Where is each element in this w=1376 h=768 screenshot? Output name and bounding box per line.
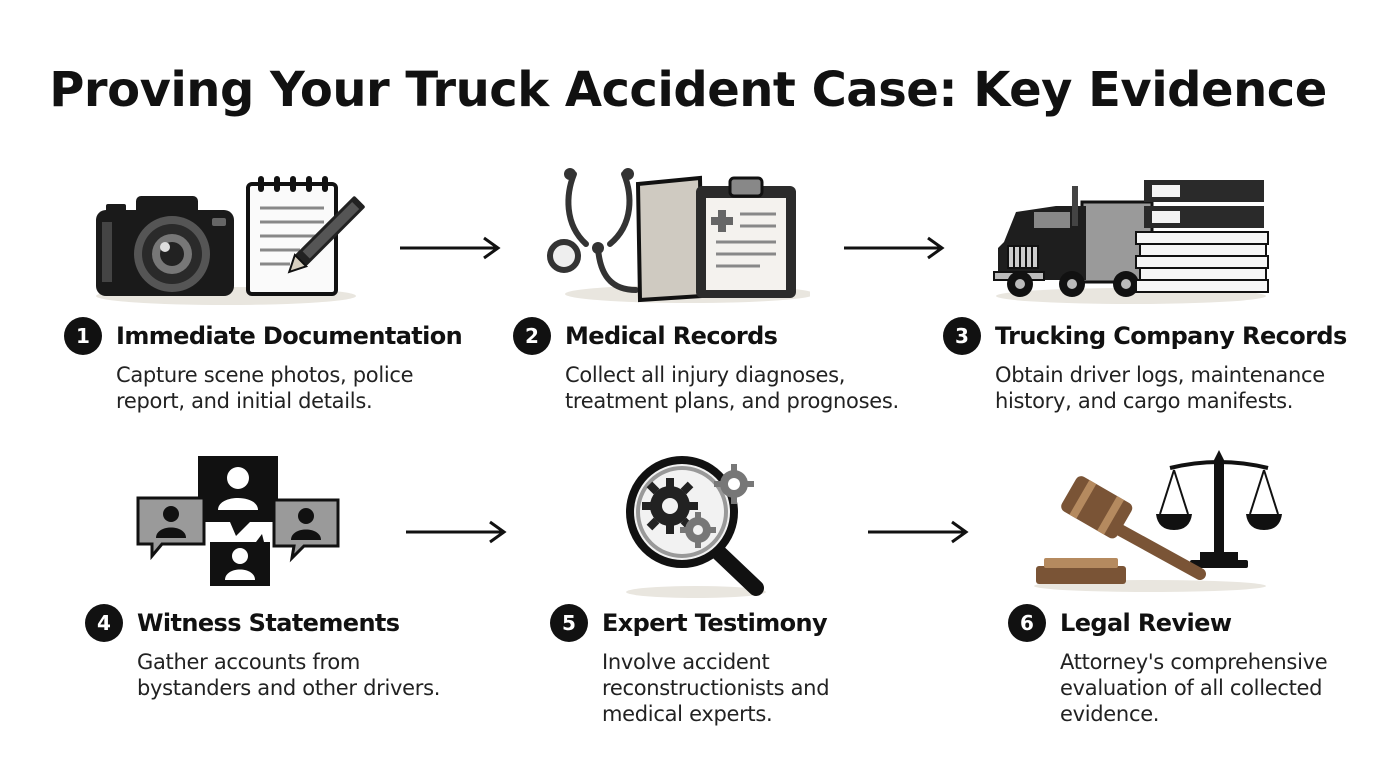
semi-truck-icon <box>993 186 1154 297</box>
magnifier-gears-icon <box>626 456 764 596</box>
desc-line: reconstructionists and <box>602 676 830 700</box>
desc-line: medical experts. <box>602 702 773 726</box>
camera-icon <box>96 196 234 296</box>
desc-line: Involve accident <box>602 650 770 674</box>
step-number-badge: 1 <box>64 317 102 355</box>
step-number-badge: 5 <box>550 604 588 642</box>
step-description: Obtain driver logs, maintenance history,… <box>995 362 1347 414</box>
step-description: Gather accounts from bystanders and othe… <box>137 649 440 701</box>
step-description: Involve accident reconstructionists and … <box>602 649 830 727</box>
step-description: Capture scene photos, police report, and… <box>116 362 462 414</box>
desc-line: treatment plans, and prognoses. <box>565 389 899 413</box>
desc-line: history, and cargo manifests. <box>995 389 1294 413</box>
gavel-icon <box>1036 476 1206 584</box>
step-5: 5 Expert Testimony Involve accident reco… <box>550 603 830 727</box>
desc-line: Obtain driver logs, maintenance <box>995 363 1325 387</box>
step-number-badge: 3 <box>943 317 981 355</box>
binders-icon <box>1135 180 1269 293</box>
step-number-badge: 6 <box>1008 604 1046 642</box>
desc-line: report, and initial details. <box>116 389 373 413</box>
arrow-1-to-2 <box>400 236 501 260</box>
step-1-illustration <box>86 168 376 308</box>
medical-clipboard-icon <box>635 175 796 303</box>
desc-line: Gather accounts from <box>137 650 361 674</box>
step-title: Trucking Company Records <box>995 322 1347 350</box>
step-6-illustration <box>1030 448 1290 594</box>
step-title: Legal Review <box>1060 609 1232 637</box>
step-4: 4 Witness Statements Gather accounts fro… <box>85 603 440 701</box>
step-5-illustration <box>612 450 782 602</box>
page-title: Proving Your Truck Accident Case: Key Ev… <box>49 62 1327 118</box>
stethoscope-icon <box>547 168 639 293</box>
desc-line: bystanders and other drivers. <box>137 676 441 700</box>
step-title: Immediate Documentation <box>116 322 463 350</box>
step-title: Witness Statements <box>137 609 400 637</box>
step-title: Medical Records <box>565 322 778 350</box>
desc-line: Capture scene photos, police <box>116 363 414 387</box>
arrow-4-to-5 <box>406 520 507 544</box>
step-2-illustration <box>540 164 810 309</box>
notepad-pen-icon <box>246 176 365 296</box>
scales-icon <box>1156 450 1282 568</box>
arrow-5-to-6 <box>868 520 969 544</box>
step-6: 6 Legal Review Attorney's comprehensive … <box>1008 603 1328 727</box>
step-2: 2 Medical Records Collect all injury dia… <box>513 316 899 414</box>
desc-line: Attorney's comprehensive <box>1060 650 1328 674</box>
step-3-illustration <box>986 172 1276 310</box>
step-4-illustration <box>132 450 344 592</box>
step-3: 3 Trucking Company Records Obtain driver… <box>943 316 1347 414</box>
speech-bubbles-people-icon <box>136 456 340 586</box>
step-number-badge: 2 <box>513 317 551 355</box>
step-description: Attorney's comprehensive evaluation of a… <box>1060 649 1328 727</box>
step-title: Expert Testimony <box>602 609 828 637</box>
step-1: 1 Immediate Documentation Capture scene … <box>64 316 463 414</box>
desc-line: evidence. <box>1060 702 1160 726</box>
step-description: Collect all injury diagnoses, treatment … <box>565 362 899 414</box>
step-number-badge: 4 <box>85 604 123 642</box>
arrow-2-to-3 <box>844 236 945 260</box>
desc-line: evaluation of all collected <box>1060 676 1323 700</box>
desc-line: Collect all injury diagnoses, <box>565 363 846 387</box>
